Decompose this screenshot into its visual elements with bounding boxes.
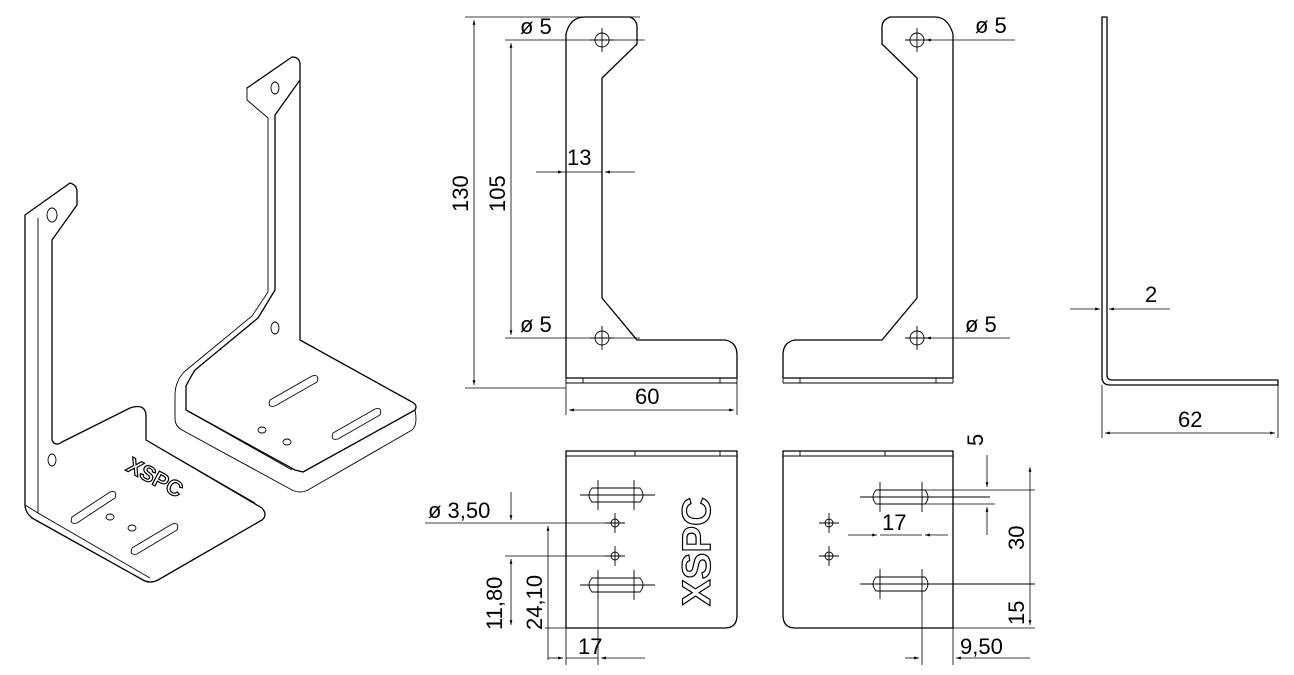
dim-small-hole-dia: ø 3,50 <box>428 498 490 523</box>
dim-height-total: 130 <box>448 175 473 212</box>
dim-dia-top-right: ø 5 <box>975 13 1007 38</box>
isometric-view: XSPC <box>24 56 417 583</box>
dim-depth-side: 62 <box>1178 407 1202 432</box>
dim-hole-offset-b: 24,10 <box>522 575 547 630</box>
dim-thickness: 2 <box>1145 282 1157 307</box>
dim-dia-top-left: ø 5 <box>520 14 552 39</box>
dim-slot-length: 17 <box>882 510 906 535</box>
bottom-view-left: XSPC ø 3,50 11,80 24,10 17 <box>425 450 738 665</box>
dim-slot-spacing: 30 <box>1004 526 1029 550</box>
dim-slot-width: 5 <box>963 434 988 446</box>
dim-dia-bot-right: ø 5 <box>965 312 997 337</box>
bottom-view-right: 17 5 30 15 9,50 <box>782 434 1035 665</box>
dim-hole-spacing: 105 <box>485 175 510 212</box>
side-view: 2 62 <box>1070 16 1279 438</box>
front-view-right: ø 5 ø 5 <box>782 13 1015 384</box>
front-view-left: 130 105 ø 5 ø 5 13 60 <box>448 14 738 415</box>
dim-hole-offset-a: 11,80 <box>482 577 507 630</box>
iso-bracket-front: XSPC <box>24 182 266 583</box>
iso-logo-front: XSPC <box>123 452 188 502</box>
dim-arm-width: 13 <box>567 145 591 170</box>
dim-slot-edge-offset: 9,50 <box>960 634 1003 659</box>
dim-width-front: 60 <box>635 384 659 409</box>
dim-slot-offset-left: 17 <box>578 634 602 659</box>
dim-slot-to-edge: 15 <box>1004 601 1029 625</box>
bottom-logo: XSPC <box>675 497 719 606</box>
iso-bracket-back <box>174 56 417 493</box>
dim-dia-bot-left: ø 5 <box>520 312 552 337</box>
